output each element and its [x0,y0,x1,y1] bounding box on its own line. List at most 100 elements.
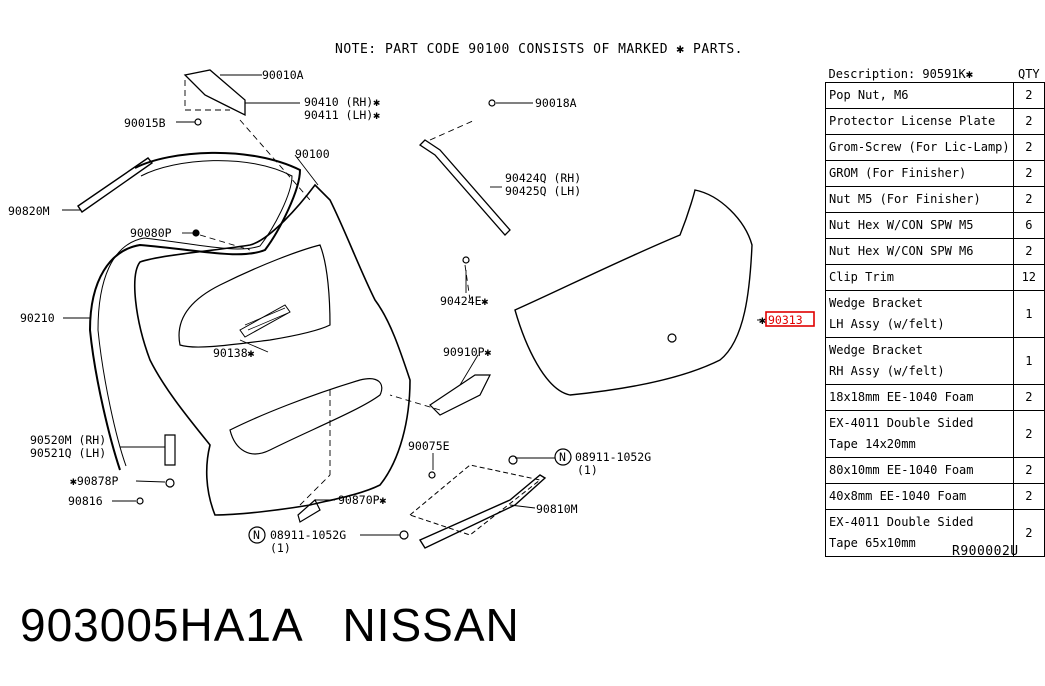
row-description-line: EX-4011 Double Sided [829,515,974,529]
callout-90138: 90138✱ [213,346,255,360]
row-qty: 2 [1012,238,1045,265]
row-description-line: Nut Hex W/CON SPW M5 [829,218,974,232]
row-qty: 12 [1012,264,1045,291]
row-description: Wedge Bracket RH Assy (w/felt) [825,337,1014,385]
callout-90075E: 90075E [408,439,450,453]
callout-90820M: 90820M [8,204,50,218]
back-window-glass [514,189,753,396]
row-qty: 2 [1012,186,1045,213]
row-description: Protector License Plate [825,108,1014,135]
row-description-line: Clip Trim [829,270,895,284]
nut-glyph-a: N [559,450,566,464]
row-qty: 2 [1012,160,1045,187]
row-description-line: 80x10mm EE-1040 Foam [829,463,974,477]
table-row: Nut Hex W/CON SPW M6 2 [825,238,1045,265]
row-description-line: 40x8mm EE-1040 Foam [829,489,967,503]
grille-90138 [239,304,291,338]
callout-90411: 90411 (LH)✱ [304,108,380,122]
weatherstrip-90210 [88,151,302,471]
row-description-line: Pop Nut, M6 [829,88,909,102]
row-description: Nut M5 (For Finisher) [825,186,1014,213]
reference-code: R900002U [952,544,1019,559]
callout-90878P: ✱90878P [70,474,119,488]
parts-table-header: Description: 90591K✱ QTY [826,66,1045,83]
table-row: 40x8mm EE-1040 Foam 2 [825,483,1045,510]
callout-90520M: 90520M (RH) [30,433,106,447]
row-qty: 2 [1012,108,1045,135]
table-row: 80x10mm EE-1040 Foam 2 [825,457,1045,484]
row-description: 18x18mm EE-1040 Foam [825,384,1014,411]
callout-90425Q: 90425Q (LH) [505,184,581,198]
part-number-caption: 903005HA1A NISSAN [20,599,520,651]
nut-glyph-b: N [253,528,260,542]
row-description-line: Wedge Bracket [829,296,923,310]
callout-90424E: 90424E✱ [440,294,489,308]
row-qty: 2 [1012,457,1045,484]
row-description: Nut Hex W/CON SPW M6 [825,238,1014,265]
callout-08911-a: 08911-1052G [575,450,651,464]
row-qty: 2 [1012,82,1045,109]
callout-90100: 90100 [295,147,330,161]
row-qty: 2 [1012,134,1045,161]
row-description: 40x8mm EE-1040 Foam [825,483,1014,510]
row-description-line: Protector License Plate [829,114,996,128]
bracket-90910P [429,374,491,416]
callout-08911-a-qty: (1) [577,463,598,477]
callout-90313: 90313 [768,313,803,327]
callout-08911-b-qty: (1) [270,541,291,555]
row-description-line: Wedge Bracket [829,343,923,357]
row-description-line: 18x18mm EE-1040 Foam [829,390,974,404]
row-description-line: GROM (For Finisher) [829,166,967,180]
row-description-line: Grom-Screw (For Lic-Lamp) [829,140,1010,154]
table-row: Protector License Plate 2 [825,108,1045,135]
table-row: Wedge Bracket RH Assy (w/felt) 1 [825,337,1045,385]
gas-stay-90424Q [418,139,511,236]
row-qty: 1 [1012,337,1045,385]
callout-90870P: 90870P✱ [338,493,387,507]
row-description: Grom-Screw (For Lic-Lamp) [825,134,1014,161]
row-qty: 6 [1012,212,1045,239]
table-row: Nut Hex W/CON SPW M5 6 [825,212,1045,239]
callout-90910P: 90910P✱ [443,345,492,359]
row-description-line: RH Assy (w/felt) [829,364,945,378]
hinge-90410 [183,69,246,117]
row-description: Pop Nut, M6 [825,82,1014,109]
row-description-line: EX-4011 Double Sided [829,416,974,430]
callout-90010A: 90010A [262,68,304,82]
callout-90810M: 90810M [536,502,578,516]
row-description-line: Nut Hex W/CON SPW M6 [829,244,974,258]
row-description: Clip Trim [825,264,1014,291]
header-qty: QTY [1017,67,1040,81]
callout-90210: 90210 [20,311,55,325]
callout-90521Q: 90521Q (LH) [30,446,106,460]
row-qty: 2 [1012,483,1045,510]
table-row: Nut M5 (For Finisher) 2 [825,186,1045,213]
callout-90424Q: 90424Q (RH) [505,171,581,185]
row-qty: 2 [1012,509,1045,557]
table-row: GROM (For Finisher) 2 [825,160,1045,187]
table-row: Grom-Screw (For Lic-Lamp)2 [825,134,1045,161]
row-description: 80x10mm EE-1040 Foam [825,457,1014,484]
row-description-line: Nut M5 (For Finisher) [829,192,981,206]
back-door-panel [134,183,411,516]
table-row: Clip Trim 12 [825,264,1045,291]
row-description: GROM (For Finisher) [825,160,1014,187]
table-row: Pop Nut, M6 2 [825,82,1045,109]
row-qty: 2 [1012,410,1045,458]
row-description-line: Tape 14x20mm [829,437,916,451]
callout-08911-b: 08911-1052G [270,528,346,542]
callout-90313-star: ✱ [759,313,766,327]
highlight-box [765,311,815,327]
row-qty: 2 [1012,384,1045,411]
row-qty: 1 [1012,290,1045,338]
row-description-line: Tape 65x10mm [829,536,916,550]
callout-90018A: 90018A [535,96,577,110]
table-row: 18x18mm EE-1040 Foam 2 [825,384,1045,411]
